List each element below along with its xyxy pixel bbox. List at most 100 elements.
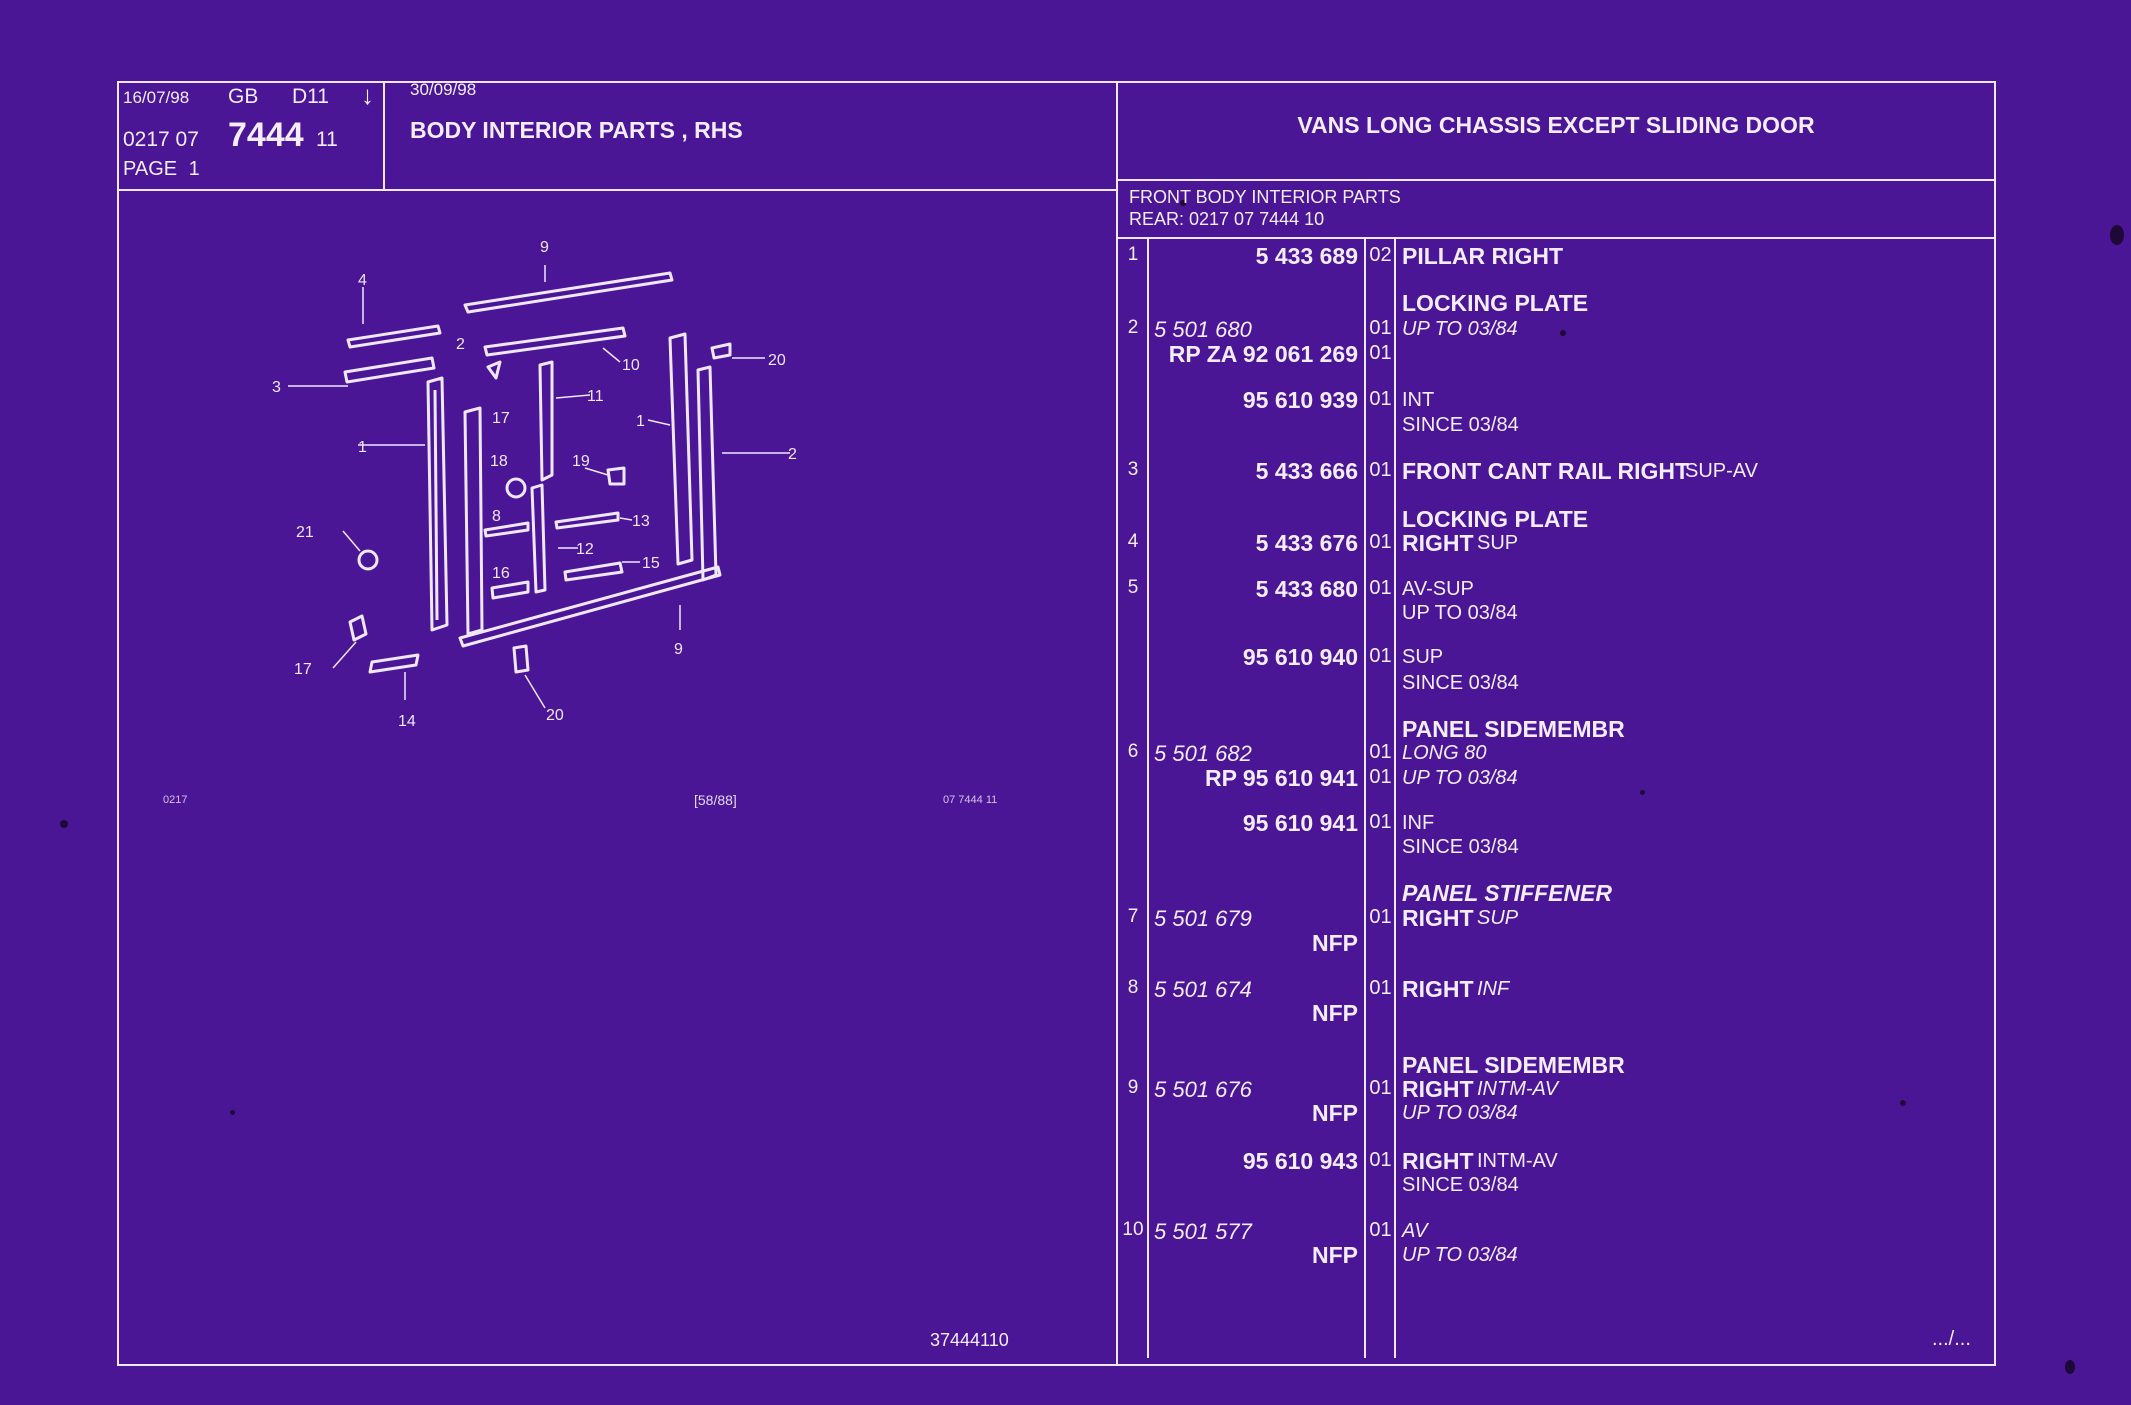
part-description: SUP: [1477, 907, 1519, 929]
page-label-text: PAGE: [123, 158, 178, 180]
part-old-number: 5 501 680: [1154, 317, 1252, 342]
part-number: 95 610 941: [1242, 810, 1358, 836]
part-quantity: 01: [1369, 811, 1392, 833]
part-designation: LOCKING PLATE: [1402, 506, 1589, 532]
part-description: SINCE 03/84: [1402, 414, 1519, 436]
page-label: PAGE 1: [123, 158, 200, 181]
callout-21: 21: [296, 524, 314, 541]
callout-6: 10: [622, 357, 640, 374]
part-number: 95 610 943: [1242, 1148, 1358, 1174]
diagram-footer-left: 0217: [163, 794, 188, 806]
ref-prefix: 0217 07: [123, 128, 199, 151]
callout-20: 20: [546, 707, 564, 724]
part-number: 5 433 666: [1255, 458, 1358, 484]
frame-top: [117, 81, 1996, 83]
part-designation: PANEL SIDEMEMBR: [1402, 716, 1625, 742]
col-qty-divider: [1394, 237, 1396, 1358]
vehicle-title: VANS LONG CHASSIS EXCEPT SLIDING DOOR: [1297, 112, 1815, 138]
subheader-line2: REAR: 0217 07 7444 10: [1129, 209, 1325, 229]
part-designation: PANEL SIDEMEMBR: [1402, 1052, 1625, 1078]
header-right-bottom: [1116, 179, 1996, 181]
part-description: INTM-AV: [1477, 1150, 1558, 1172]
date-center: 30/09/98: [410, 80, 477, 99]
frame-bottom: [117, 1364, 1996, 1366]
part-description: INF: [1402, 812, 1435, 834]
callout-4: 4: [358, 272, 367, 289]
part-description: UP TO 03/84: [1402, 602, 1518, 624]
part-designation: PANEL STIFFENER: [1402, 880, 1612, 906]
part-quantity: 01: [1369, 766, 1392, 788]
part-description: INTM-AV: [1477, 1078, 1559, 1100]
subheader-line1: FRONT BODY INTERIOR PARTS: [1129, 187, 1401, 207]
part-number: NFP: [1312, 930, 1358, 956]
part-quantity: 01: [1369, 577, 1392, 599]
part-ref-number: 1: [1127, 244, 1139, 265]
callout-5: 9: [540, 239, 549, 256]
part-description: UP TO 03/84: [1402, 767, 1518, 789]
part-designation: RIGHT: [1402, 530, 1474, 556]
part-ref-number: 9: [1127, 1077, 1139, 1098]
part-number: NFP: [1312, 1100, 1358, 1126]
callout-14: 16: [492, 565, 510, 582]
callout-10: 8: [492, 508, 501, 525]
part-description: SUP: [1477, 532, 1519, 554]
dust-speck: [60, 820, 68, 828]
header-left-bottom: [117, 189, 1117, 191]
part-description: UP TO 03/84: [1402, 1244, 1518, 1266]
part-number: RP ZA 92 061 269: [1168, 341, 1358, 367]
callout-15: 17: [294, 661, 312, 678]
callout-1b: 1: [636, 413, 645, 430]
callout-12: 14: [398, 713, 416, 730]
part-ref-number: 10: [1122, 1219, 1144, 1240]
part-designation: LOCKING PLATE: [1402, 290, 1589, 316]
part-ref-number: 4: [1127, 531, 1139, 552]
part-quantity: 01: [1369, 388, 1392, 410]
part-description: SINCE 03/84: [1402, 1174, 1519, 1196]
part-designation: RIGHT: [1402, 1148, 1474, 1174]
callout-18: 19: [572, 453, 590, 470]
part-quantity: 01: [1369, 1219, 1392, 1241]
part-old-number: 5 501 676: [1154, 1077, 1252, 1102]
part-ref-number: 5: [1127, 577, 1139, 598]
part-designation: RIGHT: [1402, 905, 1474, 931]
callout-labels: 9 4 2 10 3 17 11 1 20 1 18 19 2 8 13 21 …: [272, 239, 797, 730]
part-description: SINCE 03/84: [1402, 836, 1519, 858]
callout-1a: 1: [358, 439, 367, 456]
callout-3: 3: [272, 379, 281, 396]
part-quantity: 01: [1369, 1077, 1392, 1099]
subheader-bottom: [1116, 237, 1996, 239]
diagram-footer-center: [58/88]: [694, 792, 737, 808]
part-description: LONG 80: [1402, 742, 1487, 764]
part-old-number: 5 501 679: [1154, 906, 1252, 931]
part-designation: RIGHT: [1402, 976, 1474, 1002]
part-designation: PILLAR RIGHT: [1402, 243, 1563, 269]
part-ref-number: 6: [1127, 741, 1139, 762]
part-number: 95 610 940: [1242, 644, 1358, 670]
ref-suffix: 11: [316, 128, 338, 151]
callout-9: 13: [632, 513, 650, 530]
frame-right: [1994, 81, 1996, 1366]
dust-speck: [2065, 1360, 2075, 1374]
part-quantity: 01: [1369, 317, 1392, 339]
date-left: 16/07/98: [123, 88, 190, 107]
part-description: INT: [1402, 389, 1435, 411]
callout-2a: 2: [456, 336, 465, 353]
col-ref-divider: [1147, 237, 1149, 1358]
page-number: 1: [188, 158, 200, 180]
callout-11: 9: [674, 641, 683, 658]
callout-16: 17: [492, 410, 510, 427]
part-description: AV-SUP: [1402, 578, 1474, 600]
diagram-footer-right: 07 7444 11: [943, 794, 998, 806]
frame-mid-divider: [1116, 81, 1118, 1366]
part-quantity: 02: [1369, 244, 1392, 266]
dust-speck: [1560, 330, 1566, 336]
callout-19: 20: [768, 352, 786, 369]
part-quantity: 01: [1369, 531, 1392, 553]
part-quantity: 01: [1369, 977, 1392, 999]
continued-marker: .../...: [1932, 1328, 1971, 1350]
lang-code: GB: [228, 85, 259, 108]
part-ref-number: 7: [1127, 906, 1139, 927]
part-quantity: 01: [1369, 342, 1392, 364]
image-reference: 37444110: [930, 1330, 1009, 1350]
ref-number: 7444: [228, 116, 304, 154]
